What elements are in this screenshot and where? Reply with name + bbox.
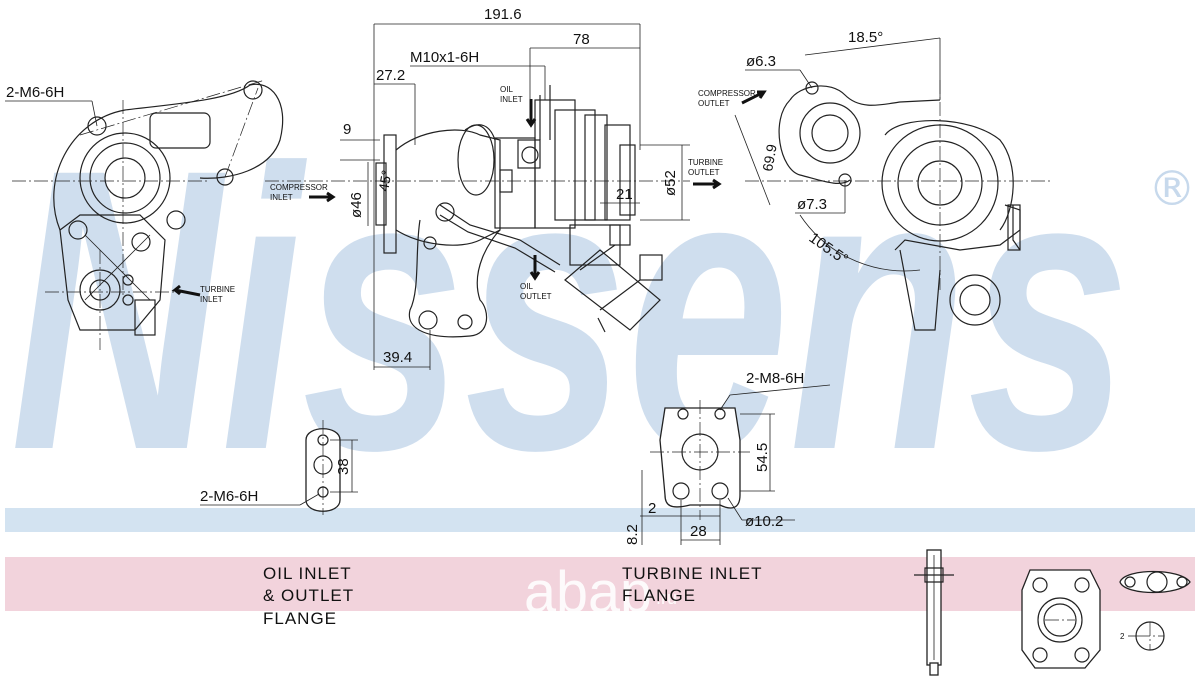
watermark-overlay-suffix: .ru	[656, 588, 677, 608]
center-view-side-elevation	[265, 85, 722, 338]
caption-oil-flange-2: & OUTLET	[263, 586, 354, 605]
dim-38: 38	[335, 458, 352, 475]
caption-oil-flange-3: FLANGE	[263, 609, 337, 628]
bottom-right-parts: 2	[914, 549, 1191, 676]
label-turbine-inlet-left-1: TURBINE	[200, 285, 235, 294]
label-compressor-inlet-2: INLET	[270, 193, 293, 202]
annotation-two-m6-top: 2-M6-6H	[5, 84, 98, 127]
caption-oil-flange-1: OIL INLET	[263, 564, 352, 583]
dim-45-deg: 45°	[375, 169, 394, 193]
watermark: Nissens ® abap .ru	[5, 86, 1196, 625]
captions: OIL INLET & OUTLET FLANGE TURBINE INLET …	[263, 564, 763, 628]
left-view-turbine-side	[12, 79, 284, 350]
dim-2: 2	[648, 500, 656, 517]
label-compressor-outlet-1: COMPRESSOR	[698, 89, 756, 98]
dim-69-9: 69.9	[759, 143, 780, 173]
dim-54-5: 54.5	[754, 443, 771, 472]
oil-flange-detail: 38 2-M6-6H	[200, 420, 358, 515]
dim-27-2: 27.2	[376, 67, 405, 84]
dim-18-5: 18.5°	[848, 29, 883, 46]
dim-7-3: ø7.3	[797, 196, 827, 213]
dim-78: 78	[573, 31, 590, 48]
label-two-m6-bottom: 2-M6-6H	[200, 488, 258, 505]
label-turbine-outlet-2: OUTLET	[688, 168, 720, 177]
turbine-flange-detail: 2-M8-6H 54.5 2 8.2 28 ø10.2	[624, 370, 831, 545]
watermark-registered-mark: ®	[1148, 161, 1196, 217]
caption-turbine-flange-2: FLANGE	[622, 586, 696, 605]
dim-9: 9	[343, 121, 351, 138]
dim-8-2: 8.2	[624, 524, 641, 545]
watermark-pink-band	[5, 557, 1195, 611]
dim-52: ø52	[662, 170, 679, 196]
label-two-m6-top: 2-M6-6H	[6, 84, 64, 101]
caption-turbine-flange-1: TURBINE INLET	[622, 564, 763, 583]
label-compressor-outlet-2: OUTLET	[698, 99, 730, 108]
right-view-compressor-side: 18.5° ø6.3 69.9 ø7.3 105.5° COMPRESSOR O…	[698, 29, 1050, 331]
label-turbine-inlet-left-2: INLET	[200, 295, 223, 304]
label-turbine-outlet-1: TURBINE	[688, 158, 723, 167]
label-thread-m10: M10x1-6H	[410, 49, 479, 66]
watermark-brand-text: Nissens	[10, 86, 1130, 533]
dim-10-2: ø10.2	[745, 513, 783, 530]
watermark-blue-band	[5, 508, 1195, 532]
watermark-overlay-brand: abap	[524, 560, 652, 625]
label-oil-inlet-1: OIL	[500, 85, 513, 94]
center-labels: COMPRESSOR INLET OIL INLET OIL OUTLET TU…	[270, 85, 723, 301]
label-oil-inlet-2: INLET	[500, 95, 523, 104]
dim-21: 21	[616, 186, 633, 203]
dim-191-6: 191.6	[484, 6, 522, 23]
label-two-m8: 2-M8-6H	[746, 370, 804, 387]
dim-28: 28	[690, 523, 707, 540]
label-oil-outlet-1: OIL	[520, 282, 533, 291]
dim-39-4: 39.4	[383, 349, 412, 366]
center-dimensions: 191.6 78 M10x1-6H 27.2 9 ø46 45° 21 ø52 …	[340, 6, 690, 370]
label-oil-outlet-2: OUTLET	[520, 292, 552, 301]
label-compressor-inlet-1: COMPRESSOR	[270, 183, 328, 192]
label-two-small: 2	[1120, 632, 1125, 641]
annotation-turbine-inlet-left: TURBINE INLET	[171, 284, 235, 304]
dim-46: ø46	[348, 192, 365, 218]
dim-6-3: ø6.3	[746, 53, 776, 70]
